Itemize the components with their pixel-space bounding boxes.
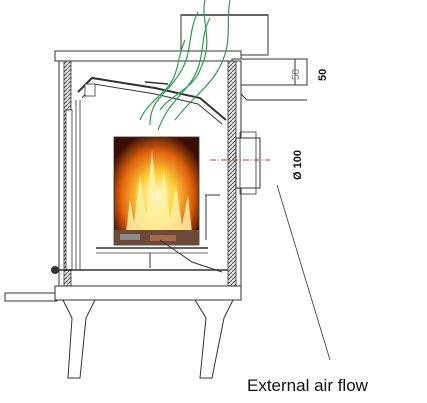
ash-pan	[51, 266, 228, 274]
airflow-lines	[139, 0, 231, 131]
callout-leader	[276, 184, 331, 361]
top-plate	[54, 50, 242, 62]
flue-offset-dimension: 50	[317, 69, 329, 81]
air-inlet-pipe	[210, 131, 270, 195]
duct-diameter-dimension: Ø 100	[292, 150, 304, 180]
flue-pipe-marking: 50	[291, 68, 302, 80]
grate	[96, 194, 223, 273]
right-insulation	[227, 60, 237, 287]
front-leg	[62, 299, 96, 379]
rear-leg	[194, 299, 234, 379]
fire-window	[113, 136, 200, 246]
baffle-plate	[77, 76, 227, 125]
flue-outlet-box	[180, 14, 269, 56]
external-air-flow-label: External air flow	[247, 376, 369, 395]
stove-base	[4, 285, 242, 379]
